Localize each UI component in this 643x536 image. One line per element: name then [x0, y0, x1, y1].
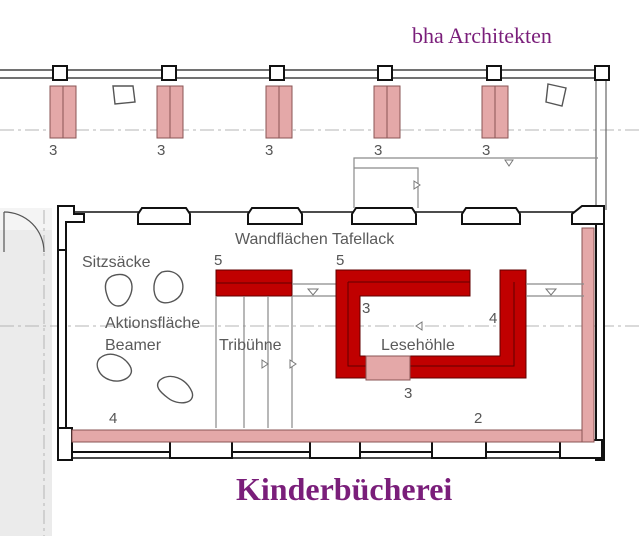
corridor-wall	[0, 65, 610, 210]
cave-right-shelf-number: 4	[489, 310, 497, 327]
corridor-shelves	[49, 85, 509, 139]
cave-left-shelf-number: 3	[362, 300, 370, 317]
corridor-ramp	[353, 157, 598, 208]
bottom-right-shelf-number: 2	[474, 410, 482, 427]
page-title: Kinderbücherei	[236, 471, 452, 507]
projector-label: Beamer	[105, 337, 162, 354]
wall-paint-label: Wandflächen Tafellack	[235, 231, 395, 248]
bean-bags-label: Sitzsäcke	[82, 254, 151, 271]
left-hatched-area	[0, 208, 52, 536]
architect-brand: bha Architekten	[412, 23, 552, 48]
corridor-chair-icons	[112, 83, 567, 107]
corridor-shelf-number: 3	[374, 142, 382, 159]
wall-shelves	[71, 227, 595, 443]
stand-label: Tribühne	[219, 337, 282, 354]
corridor-shelf-number: 3	[49, 142, 57, 159]
corridor-shelf-number: 3	[157, 142, 165, 159]
reading-cave-label: Lesehöhle	[381, 337, 455, 354]
axis-lines	[0, 129, 643, 536]
action-area-label: Aktionsfläche	[105, 315, 200, 332]
bottom-left-shelf-number: 4	[109, 410, 117, 427]
bean-bag-icons	[96, 270, 194, 404]
cave-entry-number: 3	[404, 385, 412, 402]
room-walls	[57, 205, 605, 461]
corridor-shelf-number: 3	[482, 142, 490, 159]
door-swing	[3, 211, 45, 253]
stand-shelf-number: 5	[214, 252, 222, 269]
reading-cave	[335, 269, 584, 381]
tribune	[215, 269, 336, 428]
corridor-shelf-number: 3	[265, 142, 273, 159]
cave-top-shelf-number: 5	[336, 252, 344, 269]
